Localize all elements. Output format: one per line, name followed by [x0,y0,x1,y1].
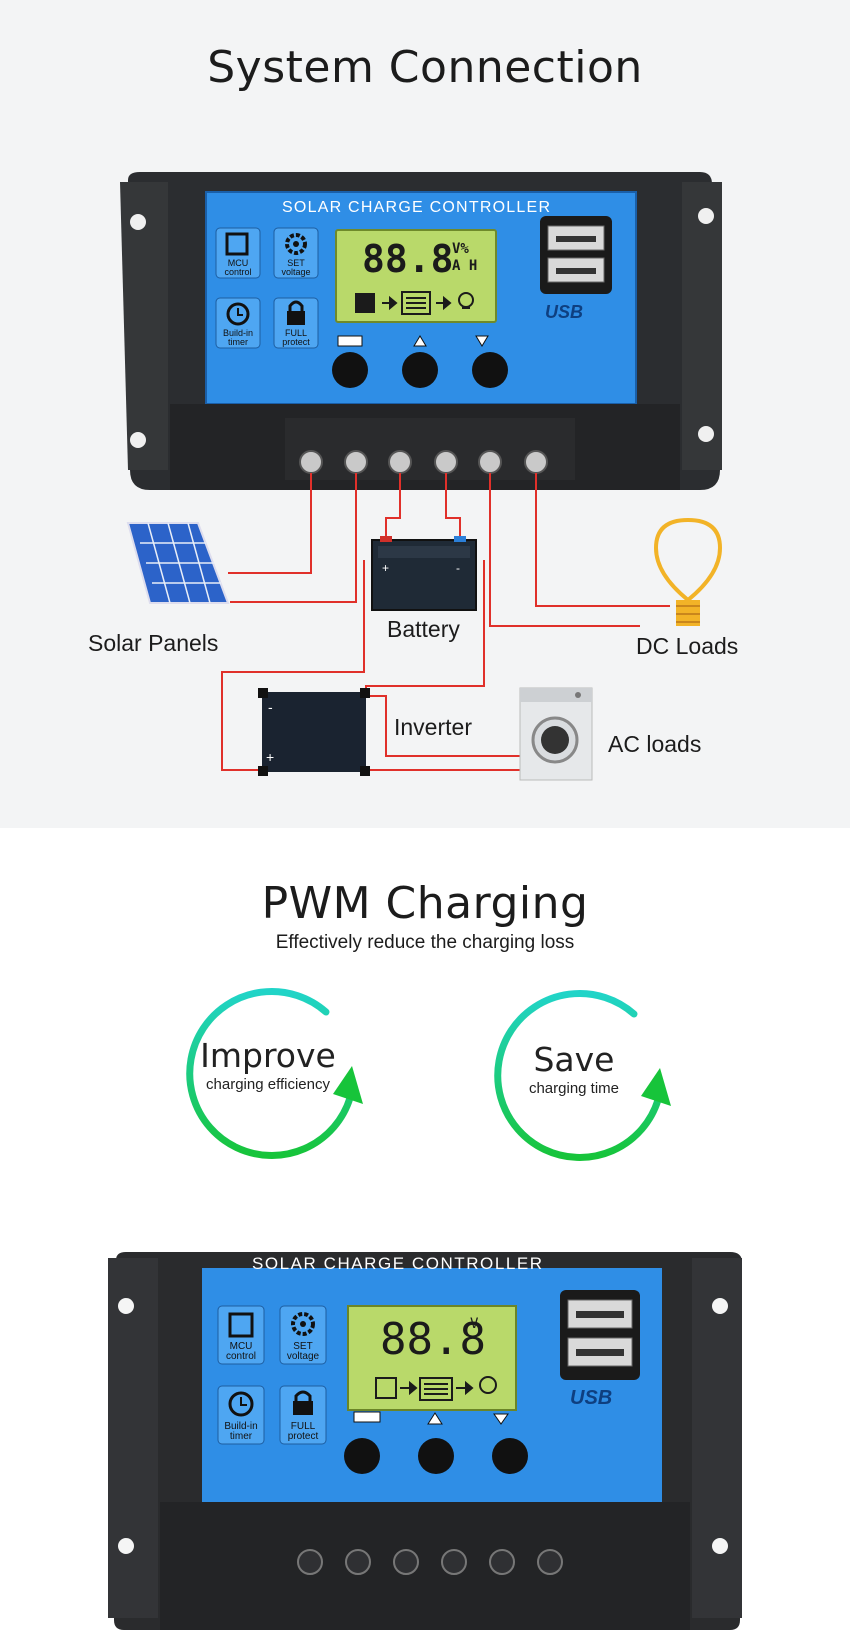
save-label: Save [533,1040,615,1079]
arrow-icon [333,1066,363,1104]
svg-text:A H: A H [452,258,477,274]
feature-set-voltage-bottom: SET voltage [279,1305,327,1365]
improve-circle [186,987,363,1159]
up-button-bottom[interactable] [418,1438,454,1474]
svg-text:timer: timer [230,1431,253,1442]
svg-text:Build-in: Build-in [224,1421,257,1432]
feature-mcu-control-bottom: MCU control [217,1305,265,1365]
usb-ports: USB [540,216,612,322]
svg-text:FULL: FULL [285,328,307,338]
down-button[interactable] [472,352,508,388]
down-button-bottom[interactable] [492,1438,528,1474]
lock-icon [288,300,304,312]
usb-ports-bottom: USB [560,1290,640,1409]
svg-text:SET: SET [293,1341,312,1352]
gear-icon [291,1312,315,1336]
lcd-value: 88.8 [362,237,454,281]
clock-icon [226,302,250,326]
controller-header-bottom: SOLAR CHARGE CONTROLLER [252,1254,542,1273]
system-diagram: 88.8 V% A H MCU control [120,172,723,781]
gear-icon [285,233,307,255]
inverter-label: Inverter [394,714,472,740]
lcd-value-bottom: 88.8 [380,1314,486,1365]
svg-text:Build-in: Build-in [223,328,253,338]
section-title: System Connection [207,42,643,93]
solar-panel-icon [126,522,230,604]
lcd-flow-icons [355,291,474,315]
up-button[interactable] [402,352,438,388]
improve-label: Improve [200,1036,336,1075]
chip-icon [228,1312,254,1338]
svg-text:voltage: voltage [281,267,310,277]
usb-label-bottom: USB [570,1387,612,1409]
svg-text:SET: SET [287,258,305,268]
feature-full-protect-bottom: FULL protect [279,1385,327,1445]
lock-icon [294,1390,312,1402]
feature-mcu-control: MCU control [215,227,261,279]
feature-full-protect: FULL protect [273,297,319,349]
svg-text:protect: protect [288,1431,319,1442]
battery-icon: + - [371,536,477,611]
bulb-icon [653,517,723,626]
svg-text:MCU: MCU [230,1341,253,1352]
improve-sublabel: charging efficiency [206,1076,330,1093]
terminal-screws-bottom [297,1549,563,1575]
battery-label: Battery [387,616,460,642]
charge-controller-bottom: 88.8 V MCU control SET volta [108,1252,742,1630]
svg-text:+: + [382,561,389,575]
svg-text:control: control [224,267,251,277]
svg-text:MCU: MCU [228,258,249,268]
menu-button[interactable] [332,352,368,388]
arrow-icon [641,1068,671,1106]
pwm-subtitle: Effectively reduce the charging loss [275,932,575,953]
lcd-flow-icons-bottom [375,1376,497,1401]
menu-button-bottom[interactable] [344,1438,380,1474]
system-connection-section: System Connection 88.8 V% A H [0,0,850,828]
dc-loads-label: DC Loads [636,633,739,659]
svg-text:timer: timer [228,337,248,347]
feature-build-in-timer: Build-in timer [215,297,261,349]
save-sublabel: charging time [528,1080,620,1097]
pwm-title: PWM Charging [261,878,589,929]
svg-text:FULL: FULL [291,1421,316,1432]
svg-text:-: - [268,699,273,715]
save-circle [494,989,671,1161]
svg-text:V: V [470,1316,479,1332]
svg-text:protect: protect [282,337,310,347]
feature-build-in-timer-bottom: Build-in timer [217,1385,265,1445]
solar-panels-label: Solar Panels [88,630,219,656]
svg-text:+: + [266,749,274,765]
svg-text:-: - [456,561,460,575]
svg-text:V%: V% [452,241,469,257]
washing-machine-icon [519,687,593,781]
ac-loads-label: AC loads [608,731,702,757]
feature-set-voltage: SET voltage [273,227,319,279]
inverter-icon: - + [258,688,370,776]
charge-controller-top: 88.8 V% A H MCU control [120,172,722,490]
pwm-section: PWM Charging Effectively reduce the char… [0,828,850,1643]
svg-text:control: control [226,1351,256,1362]
clock-icon [228,1391,254,1417]
wiring [221,473,670,771]
benefit-circles: 88.8 V MCU control SET volta [108,987,742,1630]
chip-icon [225,232,249,256]
usb-label: USB [545,302,583,322]
svg-text:voltage: voltage [287,1351,320,1362]
